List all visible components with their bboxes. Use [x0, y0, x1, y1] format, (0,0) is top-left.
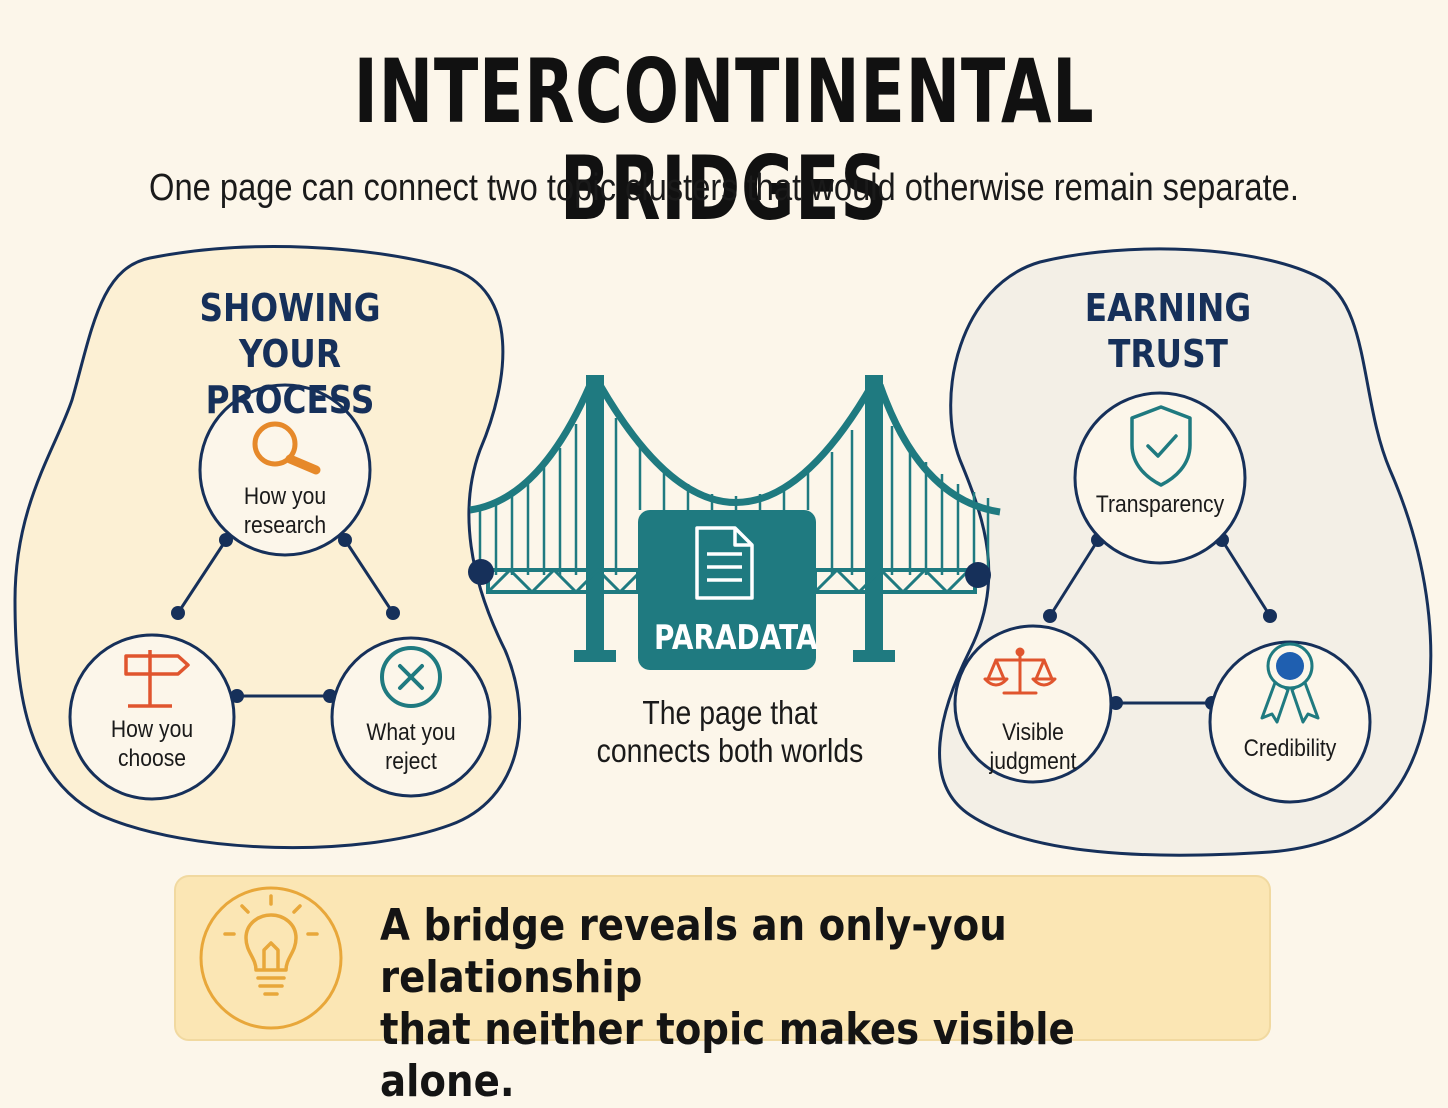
node-what-you-reject [330, 636, 492, 798]
document-icon [695, 526, 754, 600]
scales-icon [983, 647, 1057, 695]
left-cluster-title: SHOWING YOUR PROCESS [199, 286, 381, 422]
shield-check-icon [1130, 405, 1192, 487]
footer-panel [174, 875, 1271, 1041]
paradata-label: PARADATA [654, 618, 818, 658]
magnifier-icon [252, 421, 321, 475]
node-label-credibility: Credibility [1243, 735, 1337, 762]
node-credibility [1208, 640, 1372, 804]
node-label-how-you-choose: How you choose [110, 716, 194, 772]
node-label-how-you-research: How you research [243, 483, 327, 539]
node-transparency [1073, 391, 1247, 565]
award-ribbon-icon [1260, 642, 1320, 724]
node-label-what-you-reject: What you reject [366, 719, 456, 775]
signpost-icon [124, 650, 190, 708]
page-subtitle: One page can connect two topic clusters … [149, 167, 1299, 209]
node-how-you-research [198, 383, 372, 557]
bridge-illustration [468, 375, 1001, 662]
bridge-caption: The page that connects both worlds [596, 694, 864, 769]
right-cluster-title: EARNING TRUST [1084, 286, 1252, 376]
page-title: INTERCONTINENTAL BRIDGES [353, 40, 1095, 240]
node-how-you-choose [68, 633, 236, 801]
node-label-transparency: Transparency [1095, 491, 1225, 518]
lightbulb-icon [223, 894, 319, 996]
x-circle-icon [380, 646, 442, 708]
paradata-box [638, 510, 816, 670]
lightbulb-badge [199, 886, 343, 1030]
footer-message: A bridge reveals an only-you relationshi… [380, 900, 1075, 1107]
node-label-visible-judgment: Visible judgment [989, 719, 1077, 775]
